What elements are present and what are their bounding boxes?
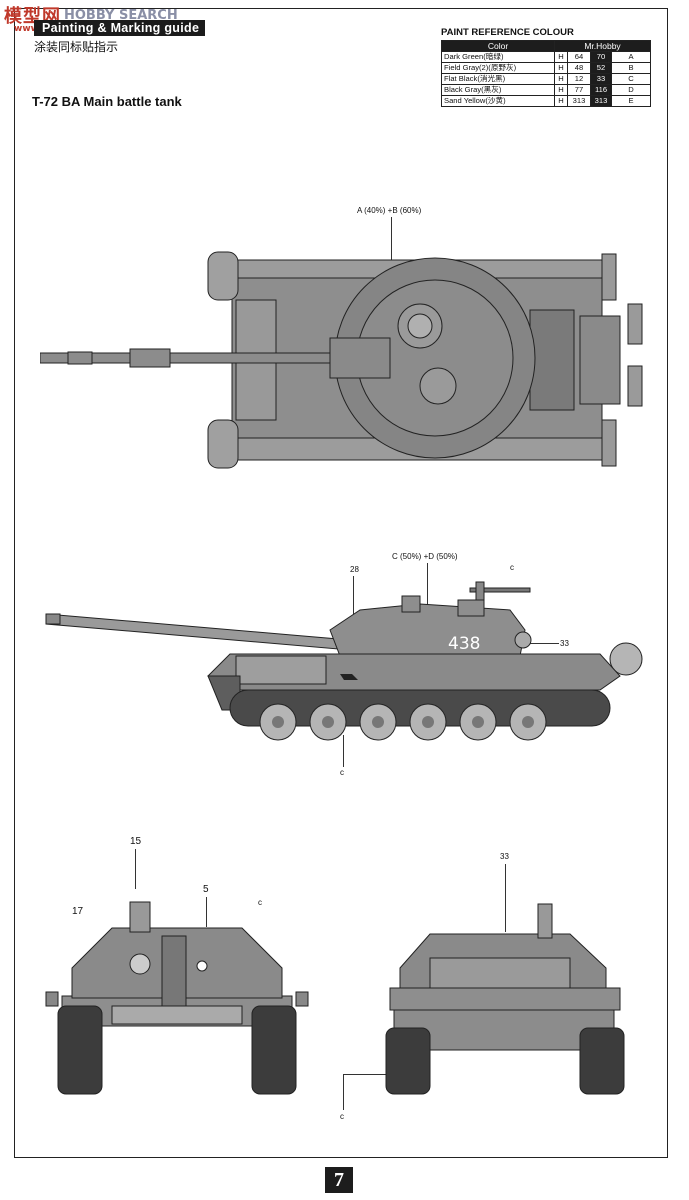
callout-side-c-gun: c xyxy=(510,563,514,572)
callout-leader xyxy=(353,576,354,628)
paint-code: A xyxy=(611,51,651,63)
paint-reference-title: PAINT REFERENCE COLOUR xyxy=(441,27,574,38)
paint-h-label: H xyxy=(554,62,568,74)
paint-h-value: 64 xyxy=(567,51,591,63)
callout-leader xyxy=(343,1074,387,1075)
guide-title-en: Painting & Marking guide xyxy=(34,20,206,36)
tank-front-view xyxy=(45,901,309,1095)
callout-rear-c: c xyxy=(340,1112,344,1121)
paint-h-label: H xyxy=(554,84,568,96)
paint-code: B xyxy=(611,62,651,74)
callout-leader xyxy=(343,1074,344,1110)
tank-side-view xyxy=(45,581,643,741)
turret-number: 438 xyxy=(448,634,481,654)
paint-col-brand: Mr.Hobby xyxy=(554,40,651,52)
paint-name: Sand Yellow(沙黄) xyxy=(441,95,555,107)
paint-h-value: 313 xyxy=(567,95,591,107)
model-title: T-72 BA Main battle tank xyxy=(32,94,182,109)
paint-h-label: H xyxy=(554,51,568,63)
paint-row: Sand Yellow(沙黄) H 313 313 E xyxy=(441,95,651,107)
paint-alt-value: 70 xyxy=(590,51,612,63)
callout-leader xyxy=(527,643,559,644)
paint-name: Flat Black(消光黑) xyxy=(441,73,555,85)
paint-h-label: H xyxy=(554,73,568,85)
callout-side-turret: C (50%) +D (50%) xyxy=(392,552,458,561)
callout-front-5: 5 xyxy=(203,884,209,895)
callout-leader xyxy=(505,864,506,932)
paint-row: Field Gray(2)(原野灰) H 48 52 B xyxy=(441,62,651,74)
paint-reference-table: Color Mr.Hobby Dark Green(暗绿) H 64 70 A … xyxy=(441,40,651,107)
paint-name: Field Gray(2)(原野灰) xyxy=(441,62,555,74)
paint-alt-value: 313 xyxy=(590,95,612,107)
callout-leader xyxy=(206,897,207,927)
callout-side-28: 28 xyxy=(350,565,359,574)
paint-row: Flat Black(消光黑) H 12 33 C xyxy=(441,73,651,85)
callout-front-c: c xyxy=(258,898,262,907)
callout-front-17: 17 xyxy=(72,906,84,917)
paint-code: D xyxy=(611,84,651,96)
callout-leader xyxy=(135,849,136,889)
callout-side-33: 33 xyxy=(560,639,569,648)
page-number: 7 xyxy=(325,1167,353,1193)
callout-front-15: 15 xyxy=(130,836,142,847)
paint-col-color: Color xyxy=(441,40,555,52)
callout-leader xyxy=(343,735,344,767)
marking-icon xyxy=(196,960,208,972)
paint-row: Dark Green(暗绿) H 64 70 A xyxy=(441,51,651,63)
paint-alt-value: 116 xyxy=(590,84,612,96)
paint-h-value: 12 xyxy=(567,73,591,85)
callout-side-c-track: c xyxy=(340,768,344,777)
tank-rear-view xyxy=(385,903,625,1095)
paint-h-label: H xyxy=(554,95,568,107)
paint-alt-value: 52 xyxy=(590,62,612,74)
paint-row: Black Gray(黑灰) H 77 116 D xyxy=(441,84,651,96)
callout-leader xyxy=(427,563,428,611)
guide-title-cn: 涂装同标贴指示 xyxy=(34,40,119,54)
callout-top-paint: A (40%) +B (60%) xyxy=(357,206,422,215)
tank-top-view xyxy=(40,251,643,469)
paint-name: Black Gray(黑灰) xyxy=(441,84,555,96)
paint-code: E xyxy=(611,95,651,107)
paint-name: Dark Green(暗绿) xyxy=(441,51,555,63)
road-wheels xyxy=(259,703,547,741)
callout-rear-33: 33 xyxy=(500,852,509,861)
paint-alt-value: 33 xyxy=(590,73,612,85)
watermark-text: HOBBY SEARCH xyxy=(64,8,178,23)
emblem-icon xyxy=(340,674,358,680)
paint-code: C xyxy=(611,73,651,85)
paint-h-value: 48 xyxy=(567,62,591,74)
page-frame xyxy=(14,8,668,1158)
paint-h-value: 77 xyxy=(567,84,591,96)
